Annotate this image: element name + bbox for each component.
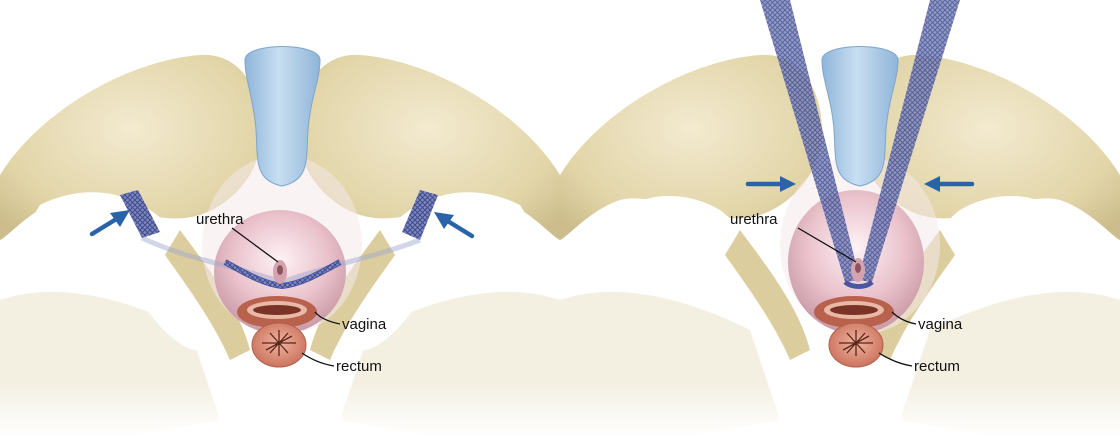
label-urethra: urethra: [196, 211, 244, 228]
label-urethra: urethra: [730, 211, 778, 228]
urethral-opening: [851, 258, 865, 282]
label-vagina: vagina: [918, 316, 963, 333]
diagram-panel-left: urethra vagina rectum: [0, 0, 560, 438]
label-rectum: rectum: [336, 358, 382, 375]
label-rectum: rectum: [914, 358, 960, 375]
rectum-structure: [252, 323, 306, 367]
label-vagina: vagina: [342, 316, 387, 333]
rectum-structure: [829, 323, 883, 367]
pelvis-illustration-right: urethra vagina rectum: [560, 0, 1120, 438]
pelvis-illustration-left: urethra vagina rectum: [0, 0, 560, 438]
urethral-opening: [273, 260, 287, 284]
diagram-panel-right: urethra vagina rectum: [560, 0, 1120, 438]
